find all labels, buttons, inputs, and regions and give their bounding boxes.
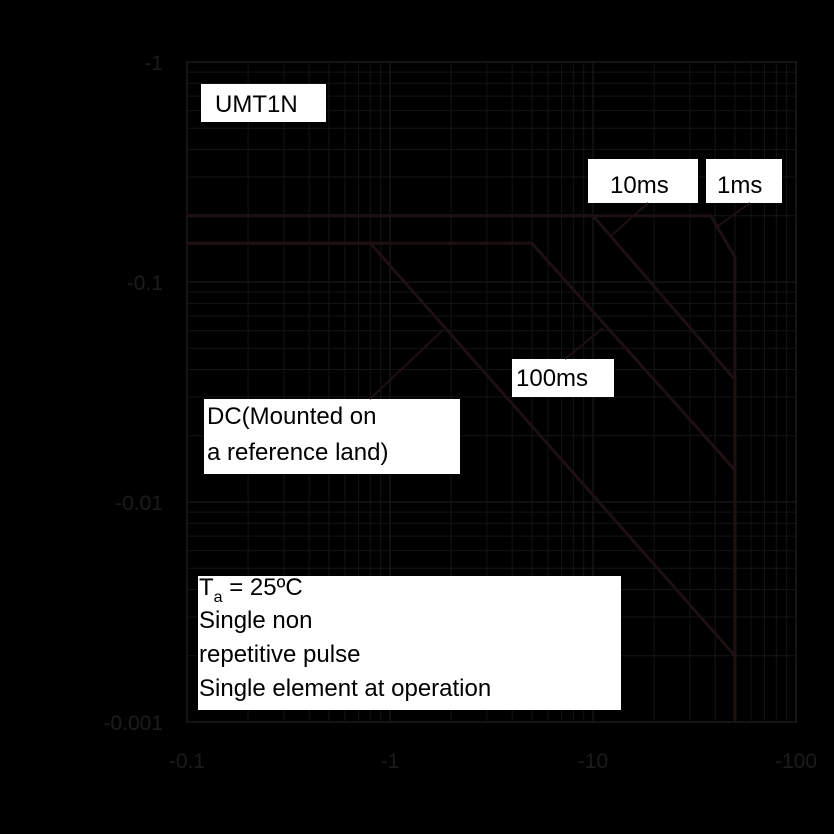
label-100ms-text: 100ms xyxy=(516,365,588,392)
x-tick-label: -0.1 xyxy=(169,750,205,773)
label-1ms: 1ms xyxy=(706,159,782,227)
conditions-box: Ta = 25ºC Single non repetitive pulse Si… xyxy=(198,574,621,710)
x-tick-label: -1 xyxy=(381,750,400,773)
y-tick-label: -0.001 xyxy=(103,712,163,735)
label-10ms: 10ms xyxy=(588,159,698,237)
label-10ms-text: 10ms xyxy=(610,172,669,199)
plot-frame xyxy=(186,61,797,723)
y-tick-label: -0.01 xyxy=(115,492,163,515)
title-box: UMT1N xyxy=(201,84,326,122)
y-tick-label: -1 xyxy=(144,52,163,75)
condition-3: Single element at operation xyxy=(199,675,491,702)
y-tick-label: -0.1 xyxy=(127,272,163,295)
curve-dc xyxy=(187,241,737,722)
label-dc: DC(Mounted on a reference land) xyxy=(204,329,460,474)
label-dc-line1: DC(Mounted on xyxy=(207,403,376,430)
label-1ms-text: 1ms xyxy=(717,172,762,199)
condition-1: Single non xyxy=(199,607,312,634)
tick-labels: -0.1 -1 -10 -100 -1 -0.1 -0.01 -0.001 xyxy=(103,52,817,773)
curves xyxy=(187,214,737,722)
label-dc-line2: a reference land) xyxy=(207,439,388,466)
x-tick-label: -100 xyxy=(775,750,817,773)
label-100ms: 100ms xyxy=(512,327,614,397)
ta-label: Ta = 25ºC xyxy=(199,574,303,606)
condition-2: repetitive pulse xyxy=(199,641,360,668)
x-tick-label: -10 xyxy=(578,750,608,773)
chart-title: UMT1N xyxy=(215,91,298,118)
